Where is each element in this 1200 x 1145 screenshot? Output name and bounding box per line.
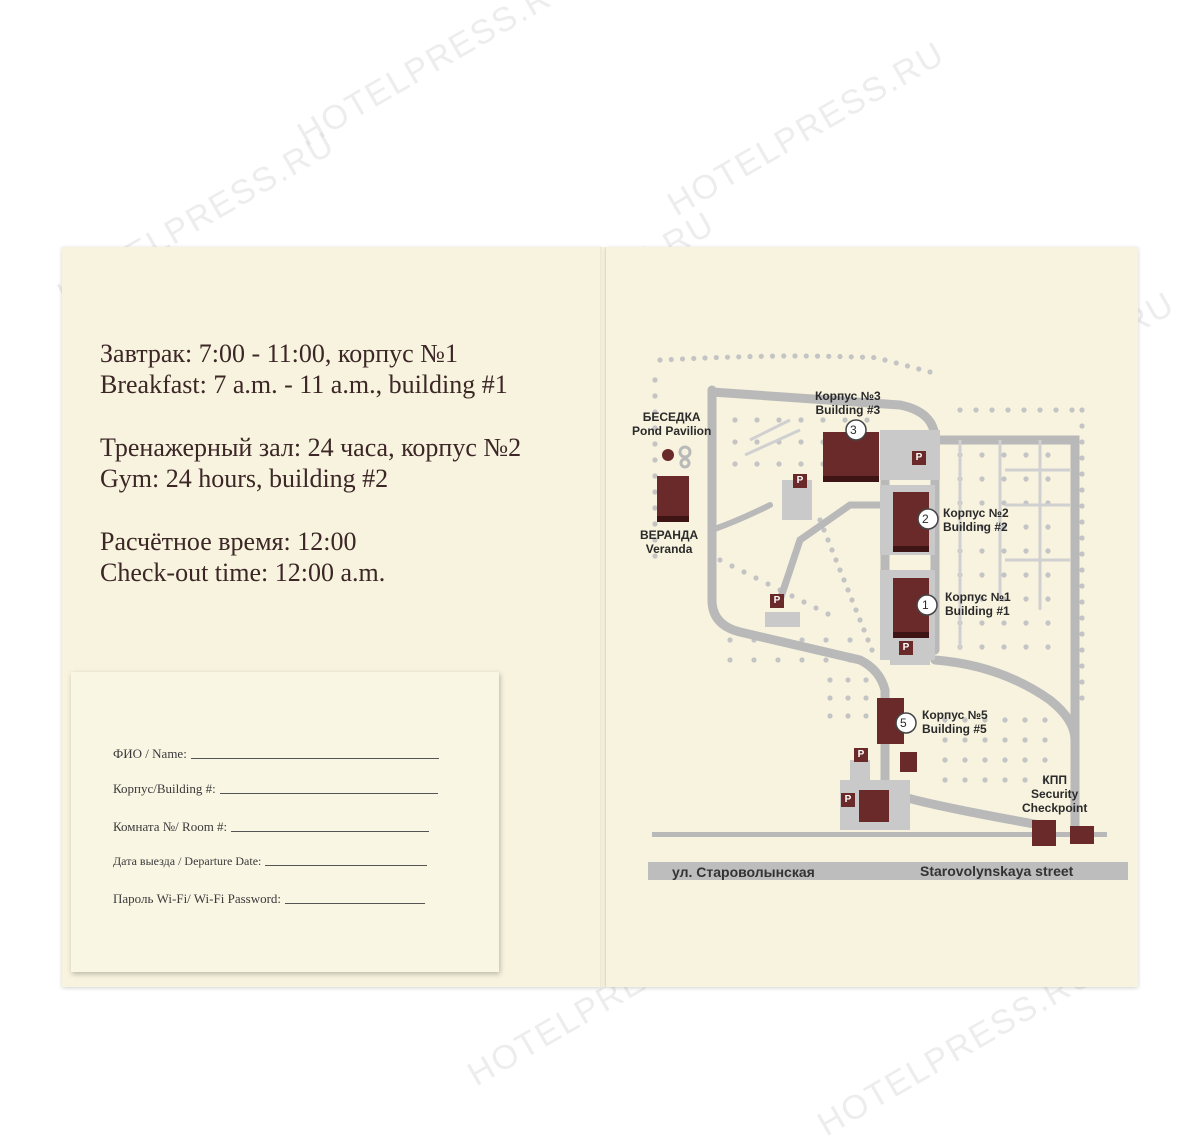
building1-label: Корпус №1 Building #1 (945, 590, 1011, 618)
building-label: Корпус/Building #: (113, 781, 216, 796)
name-field[interactable]: ФИО / Name: (113, 746, 439, 762)
breakfast-ru: Завтрак: 7:00 - 11:00, корпус №1 (100, 339, 458, 368)
room-field[interactable]: Комната №/ Room #: (113, 819, 430, 835)
parking-icon: P (912, 451, 926, 465)
departure-field[interactable]: Дата выезда / Departure Date: (113, 854, 428, 869)
parking-icon: P (841, 793, 855, 807)
watermark: HOTELPRESS.RU (291, 0, 582, 154)
veranda-label: ВЕРАНДА Veranda (640, 528, 699, 556)
building2-label: Корпус №2 Building #2 (943, 506, 1009, 534)
checkout-ru: Расчётное время: 12:00 (100, 527, 357, 556)
street-name-en: Starovolynskaya street (920, 863, 1074, 879)
building-field[interactable]: Корпус/Building #: (113, 781, 438, 797)
parking-icon: P (770, 594, 784, 608)
departure-label: Дата выезда / Departure Date: (113, 854, 262, 868)
gym-ru: Тренажерный зал: 24 часа, корпус №2 (100, 433, 522, 462)
building-number-2: 2 (922, 512, 929, 526)
folder-spine (600, 247, 608, 987)
building-number-1: 1 (922, 598, 929, 612)
key-card: ФИО / Name: Корпус/Building #: Комната №… (71, 672, 499, 972)
parking-icon: P (793, 474, 807, 488)
wifi-password-field[interactable]: Пароль Wi-Fi/ Wi-Fi Password: (113, 891, 426, 907)
parking-icon: P (854, 748, 868, 762)
building3-label: Корпус №3 Building #3 (815, 389, 881, 417)
building-number-3: 3 (850, 423, 857, 437)
checkpoint-label: КПП Security Checkpoint (1022, 773, 1088, 815)
checkout-en: Check-out time: 12:00 a.m. (100, 558, 386, 587)
pavilion-label: БЕСЕДКА Pond Pavilion (632, 410, 712, 438)
watermark: HOTELPRESS.RU (661, 34, 952, 224)
building-number-5: 5 (900, 716, 907, 730)
wifi-password-label: Пароль Wi-Fi/ Wi-Fi Password: (113, 891, 282, 906)
room-label: Комната №/ Room #: (113, 819, 228, 834)
gym-en: Gym: 24 hours, building #2 (100, 464, 389, 493)
name-label: ФИО / Name: (113, 746, 187, 761)
street-name-ru: ул. Староволынская (672, 864, 815, 880)
building5-label: Корпус №5 Building #5 (922, 708, 988, 736)
breakfast-en: Breakfast: 7 a.m. - 11 a.m., building #1 (100, 370, 508, 399)
parking-icon: P (899, 641, 913, 655)
